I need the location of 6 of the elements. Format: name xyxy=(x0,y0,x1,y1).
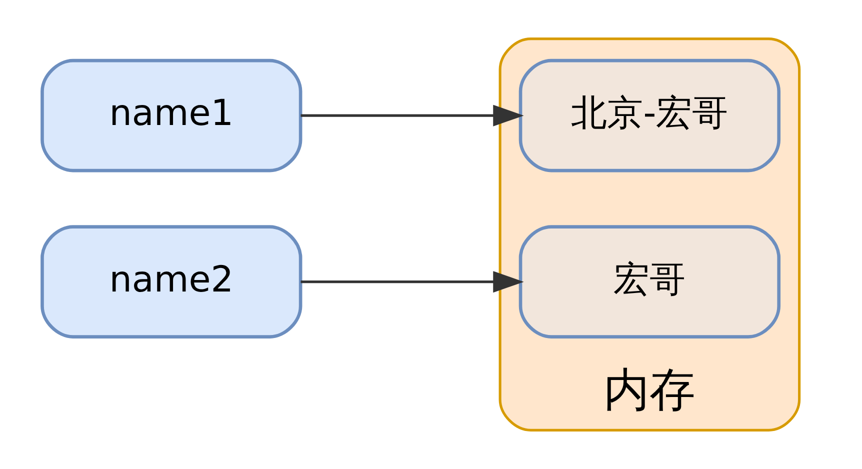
node-box: name1 xyxy=(40,58,302,172)
arrow xyxy=(300,104,524,126)
arrow xyxy=(300,271,524,293)
node-box: 北京-宏哥 xyxy=(518,58,780,172)
node-box: 宏哥 xyxy=(518,225,780,338)
node-box: name2 xyxy=(40,225,302,338)
